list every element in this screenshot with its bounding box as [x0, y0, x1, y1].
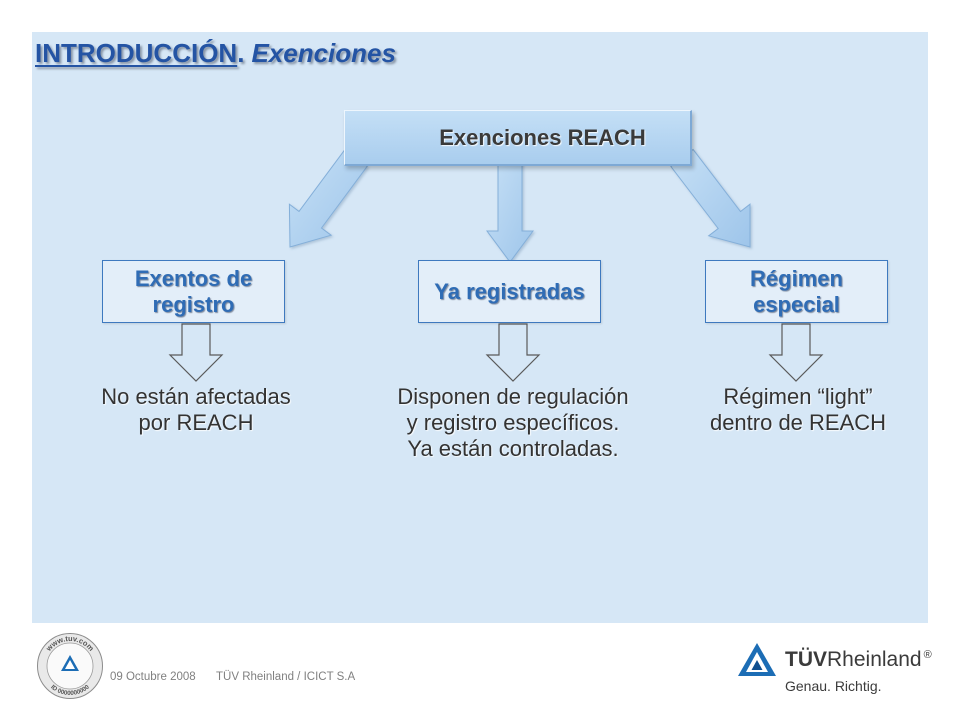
tuv-triangle-icon — [738, 643, 776, 676]
branch-node-exentos: Exentos de registro — [102, 260, 285, 323]
root-node-label: Exenciones REACH — [439, 124, 646, 150]
arrow-regimen-to-description — [768, 323, 824, 382]
footer-organization: TÜV Rheinland / ICICT S.A — [216, 671, 356, 683]
arrow-root-to-exentos — [288, 149, 368, 248]
brand-name-regular: Rheinland — [827, 648, 922, 671]
branch-label-line: Régimen — [750, 265, 843, 291]
description-regimen: Régimen “light” dentro de REACH — [668, 384, 928, 436]
branch-label-line: especial — [753, 291, 840, 317]
footer-date: 09 Octubre 2008 — [110, 671, 196, 683]
branch-label-line: Ya registradas — [434, 278, 585, 304]
description-line: Disponen de regulación — [397, 384, 629, 409]
description-line: dentro de REACH — [709, 410, 887, 435]
title-topic: Exenciones — [251, 38, 396, 68]
root-node: Exenciones REACH — [344, 110, 692, 166]
branch-label-line: registro — [152, 291, 235, 317]
brand-name: TÜVRheinland® — [785, 648, 932, 675]
arrow-registradas-to-description — [485, 323, 541, 382]
tuv-seal-icon: www.tuv.com ID 0000000000 — [37, 633, 103, 699]
description-line: por REACH — [138, 410, 254, 435]
registered-mark: ® — [923, 649, 932, 661]
arrow-root-to-registradas — [486, 157, 534, 263]
description-line: Ya están controladas. — [407, 436, 619, 461]
description-line: No están afectadas — [101, 384, 291, 409]
branch-node-regimen: Régimen especial — [705, 260, 888, 323]
arrow-root-to-regimen — [670, 148, 751, 248]
brand-name-bold: TÜV — [785, 648, 827, 671]
description-line: Régimen “light” — [723, 384, 873, 409]
description-line: y registro específicos. — [406, 410, 620, 435]
branch-node-registradas: Ya registradas — [418, 260, 601, 323]
description-exentos: No están afectadas por REACH — [66, 384, 326, 436]
description-registradas: Disponen de regulación y registro especí… — [363, 384, 663, 462]
arrow-exentos-to-description — [168, 323, 224, 382]
slide-title: INTRODUCCIÓN.Exenciones — [35, 37, 396, 69]
title-separator: . — [237, 38, 245, 68]
title-section: INTRODUCCIÓN — [35, 38, 238, 68]
brand-tagline: Genau. Richtig. — [785, 678, 882, 694]
branch-label-line: Exentos de — [134, 265, 253, 291]
